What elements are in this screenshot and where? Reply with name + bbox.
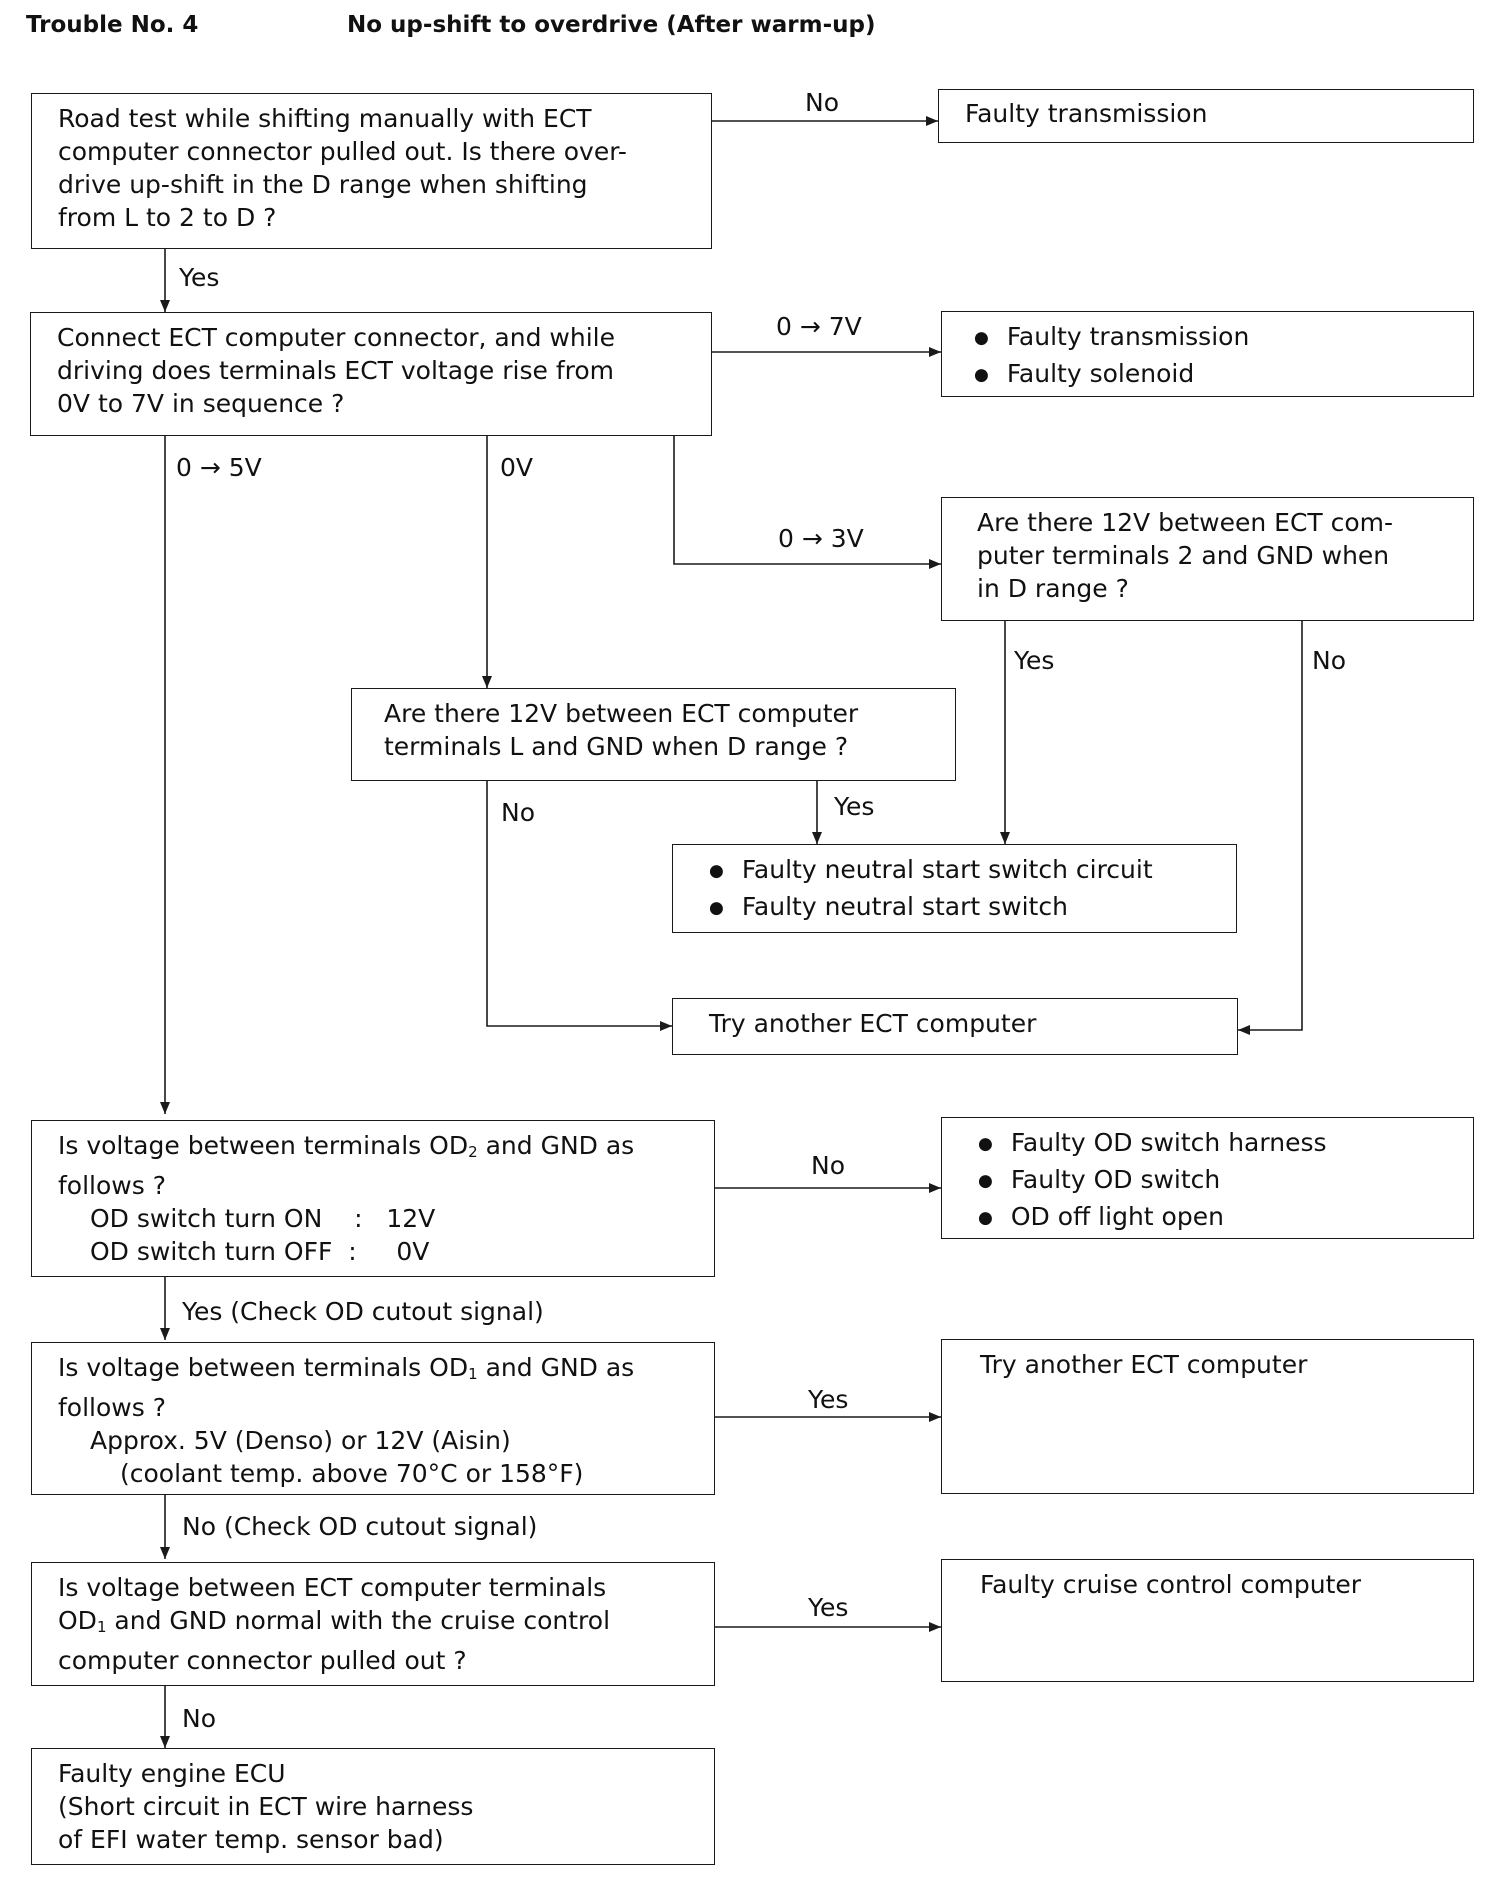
label-q2-7v: 0 → 7V	[776, 312, 862, 341]
r8-line: of EFI water temp. sensor bad)	[58, 1825, 444, 1854]
q4-line: Are there 12V between ECT computer	[384, 699, 859, 728]
q1-line: from L to 2 to D ?	[58, 203, 277, 232]
result-box-od-switch: Faulty OD switch harness Faulty OD switc…	[941, 1117, 1474, 1239]
r5-item: Faulty OD switch harness	[978, 1126, 1447, 1163]
trouble-title: No up-shift to overdrive (After warm-up)	[347, 12, 876, 38]
result-box-try-another-ect-2: Try another ECT computer	[941, 1339, 1474, 1494]
q5-text: and GND as	[477, 1131, 635, 1160]
label-q2-3v: 0 → 3V	[778, 524, 864, 553]
arrow-q3-no	[1238, 621, 1303, 1035]
result-box-transmission-solenoid: Faulty transmission Faulty solenoid	[941, 311, 1474, 397]
label-q6-no: No (Check OD cutout signal)	[182, 1512, 538, 1541]
r8-line: (Short circuit in ECT wire harness	[58, 1792, 474, 1821]
q2-line: driving does terminals ECT voltage rise …	[57, 356, 614, 385]
q7-subscript: 1	[96, 1618, 107, 1636]
label-q4-no: No	[501, 798, 535, 827]
label-q5-yes: Yes (Check OD cutout signal)	[182, 1297, 544, 1326]
question-box-od1-voltage: Is voltage between terminals OD1 and GND…	[31, 1342, 715, 1495]
r2-item: Faulty solenoid	[974, 357, 1447, 394]
r6-text: Try another ECT computer	[980, 1350, 1308, 1379]
label-q7-no: No	[182, 1704, 216, 1733]
q6-line: Is voltage between terminals OD1 and GND…	[58, 1351, 688, 1391]
label-q1-no: No	[805, 88, 839, 117]
q6-subscript: 1	[468, 1365, 478, 1383]
q2-line: 0V to 7V in sequence ?	[57, 389, 345, 418]
result-box-faulty-transmission: Faulty transmission	[938, 89, 1474, 143]
label-q2-5v: 0 → 5V	[176, 453, 262, 482]
result-box-cruise-control-computer: Faulty cruise control computer	[941, 1559, 1474, 1682]
question-box-cruise-control: Is voltage between ECT computer terminal…	[31, 1562, 715, 1686]
q4-line: terminals L and GND when D range ?	[384, 732, 849, 761]
arrow-q2-3v	[673, 436, 941, 569]
question-box-road-test: Road test while shifting manually with E…	[31, 93, 712, 249]
r5-item: Faulty OD switch	[978, 1163, 1447, 1200]
result-box-faulty-engine-ecu: Faulty engine ECU (Short circuit in ECT …	[31, 1748, 715, 1865]
r2-item: Faulty transmission	[974, 320, 1447, 357]
question-box-od2-voltage: Is voltage between terminals OD2 and GND…	[31, 1120, 715, 1277]
arrow-q4-no	[486, 781, 672, 1031]
label-q3-yes: Yes	[1014, 646, 1055, 675]
r3-item: Faulty neutral start switch	[709, 890, 1210, 927]
question-box-terminal-2-gnd: Are there 12V between ECT com- puter ter…	[941, 497, 1474, 621]
q3-line: in D range ?	[977, 574, 1129, 603]
question-box-ect-voltage-rise: Connect ECT computer connector, and whil…	[30, 312, 712, 436]
q7-line: Is voltage between ECT computer terminal…	[58, 1573, 607, 1602]
r7-text: Faulty cruise control computer	[980, 1570, 1362, 1599]
q6-line: follows ?	[58, 1393, 166, 1422]
q7-line: computer connector pulled out ?	[58, 1646, 467, 1675]
q5-subscript: 2	[468, 1143, 478, 1161]
q3-line: Are there 12V between ECT com-	[977, 508, 1394, 537]
q5-line: OD switch turn OFF : 0V	[90, 1237, 430, 1266]
q3-line: puter terminals 2 and GND when	[977, 541, 1390, 570]
result-box-try-another-ect: Try another ECT computer	[672, 998, 1238, 1055]
q5-line: OD switch turn ON : 12V	[90, 1204, 436, 1233]
label-q1-yes: Yes	[179, 263, 220, 292]
q6-line: (coolant temp. above 70°C or 158°F)	[120, 1459, 584, 1488]
q5-text: Is voltage between terminals OD	[58, 1131, 469, 1160]
q1-line: computer connector pulled out. Is there …	[58, 137, 627, 166]
r1-text: Faulty transmission	[965, 99, 1208, 128]
q7-line: OD1 and GND normal with the cruise contr…	[58, 1604, 688, 1644]
q2-line: Connect ECT computer connector, and whil…	[57, 323, 615, 352]
q1-line: drive up-shift in the D range when shift…	[58, 170, 588, 199]
result-box-neutral-start-switch: Faulty neutral start switch circuit Faul…	[672, 844, 1237, 933]
q6-text: and GND as	[477, 1353, 635, 1382]
label-q2-0v: 0V	[500, 453, 534, 482]
trouble-number: Trouble No. 4	[26, 12, 199, 38]
label-q7-yes: Yes	[808, 1593, 849, 1622]
r8-line: Faulty engine ECU	[58, 1759, 286, 1788]
q5-line: Is voltage between terminals OD2 and GND…	[58, 1129, 688, 1169]
question-box-terminal-l-gnd: Are there 12V between ECT computer termi…	[351, 688, 956, 781]
q5-line: follows ?	[58, 1171, 166, 1200]
q7-text: and GND normal with the cruise control	[106, 1606, 611, 1635]
q1-line: Road test while shifting manually with E…	[58, 104, 592, 133]
label-q5-no: No	[811, 1151, 845, 1180]
q6-text: Is voltage between terminals OD	[58, 1353, 469, 1382]
q6-line: Approx. 5V (Denso) or 12V (Aisin)	[90, 1426, 511, 1455]
q7-text: OD	[58, 1606, 97, 1635]
label-q6-yes: Yes	[808, 1385, 849, 1414]
r5-item: OD off light open	[978, 1200, 1447, 1237]
r3-item: Faulty neutral start switch circuit	[709, 853, 1210, 890]
label-q4-yes: Yes	[834, 792, 875, 821]
r4-text: Try another ECT computer	[709, 1009, 1037, 1038]
label-q3-no: No	[1312, 646, 1346, 675]
